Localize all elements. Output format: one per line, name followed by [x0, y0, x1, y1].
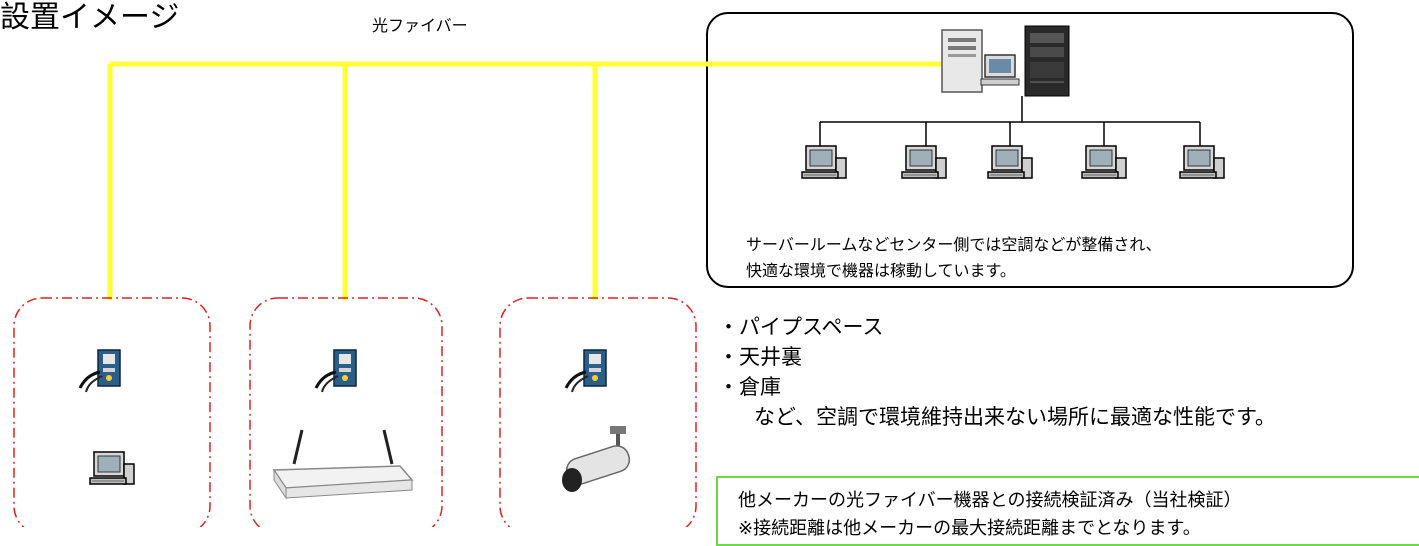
location-list: ・パイプスペース ・天井裏 ・倉庫 など、空調で環境維持出来ない場所に最適な性能… [718, 312, 1276, 432]
location-summary: など、空調で環境維持出来ない場所に最適な性能です。 [754, 405, 1276, 429]
wireless-router-icon [272, 429, 414, 500]
location-item: ・パイプスペース [718, 315, 884, 339]
lan-cable [819, 96, 1201, 146]
fiber-cable [107, 61, 945, 300]
media-converter-icon [564, 348, 608, 394]
server-cluster-icon [941, 25, 1070, 97]
location-item: ・天井裏 [718, 345, 802, 369]
note-line: 快適な環境で機器は稼動しています。 [746, 261, 1016, 280]
fiber-label: 光ファイバー [372, 16, 468, 35]
site-box-2 [249, 297, 443, 527]
site-box-1 [13, 297, 211, 527]
page-title: 設置イメージ [0, 0, 180, 35]
network-diagram [13, 25, 1225, 527]
client-pc-icon [987, 145, 1033, 179]
client-pc-icon [801, 145, 847, 179]
media-converter-icon [78, 348, 122, 394]
media-converter-icon [314, 348, 358, 394]
verification-line: 他メーカーの光ファイバー機器との接続検証済み（当社検証） [738, 490, 1242, 511]
server-room-box [706, 12, 1354, 288]
security-camera-icon [562, 426, 631, 492]
client-pc-icon [1081, 145, 1127, 179]
verification-note-box: 他メーカーの光ファイバー機器との接続検証済み（当社検証） ※接続距離は他メーカー… [716, 476, 1419, 546]
client-pc-icon [901, 145, 947, 179]
location-item: ・倉庫 [718, 375, 781, 399]
client-pc-icon [1179, 145, 1225, 179]
verification-line: ※接続距離は他メーカーの最大接続距離までとなります。 [738, 518, 1201, 539]
desktop-pc-icon [89, 451, 135, 485]
note-line: サーバールームなどセンター側では空調などが整備され、 [746, 235, 1162, 254]
site-box-3 [499, 297, 697, 527]
server-room-note: サーバールームなどセンター側では空調などが整備され、 快適な環境で機器は稼動して… [746, 232, 1162, 284]
